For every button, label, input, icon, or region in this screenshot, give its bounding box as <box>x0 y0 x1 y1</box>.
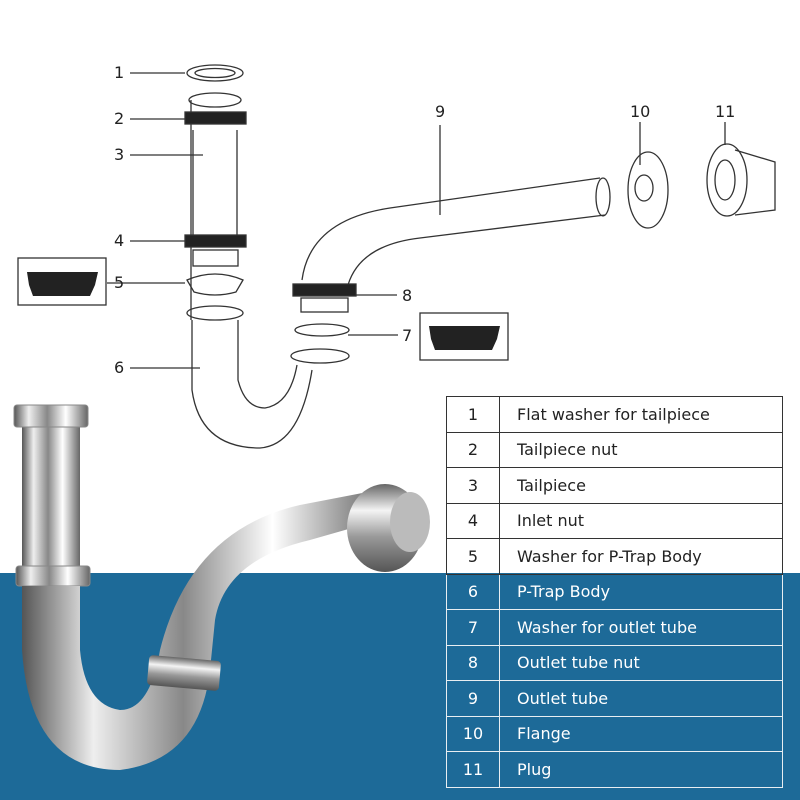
callout-5: 5 <box>114 273 125 292</box>
callout-8: 8 <box>402 286 413 305</box>
callout-9: 9 <box>435 102 446 121</box>
callout-11: 11 <box>715 102 736 121</box>
part-name: Outlet tube <box>499 680 783 717</box>
callout-7: 7 <box>402 326 413 345</box>
part-name: Washer for P-Trap Body <box>499 538 783 575</box>
callout-2: 2 <box>114 109 125 128</box>
part-number: 7 <box>446 609 500 646</box>
part-name: Plug <box>499 751 783 788</box>
callout-6: 6 <box>114 358 125 377</box>
part-number: 6 <box>446 573 500 610</box>
callout-4: 4 <box>114 231 125 250</box>
callout-10: 10 <box>630 102 651 121</box>
part-number: 11 <box>446 751 500 788</box>
part-number: 3 <box>446 467 500 504</box>
part-number: 8 <box>446 644 500 681</box>
part-name: P-Trap Body <box>499 573 783 610</box>
part-name: Washer for outlet tube <box>499 609 783 646</box>
part-name: Flange <box>499 715 783 752</box>
part-name: Tailpiece <box>499 467 783 504</box>
callout-1: 1 <box>114 63 125 82</box>
part-number: 2 <box>446 431 500 468</box>
part-name: Inlet nut <box>499 502 783 539</box>
part-number: 5 <box>446 538 500 575</box>
part-name: Flat washer for tailpiece <box>499 396 783 433</box>
part-number: 10 <box>446 715 500 752</box>
part-number: 9 <box>446 680 500 717</box>
part-number: 4 <box>446 502 500 539</box>
chrome-p-trap-photo <box>13 404 430 770</box>
callout-3: 3 <box>114 145 125 164</box>
part-number: 1 <box>446 396 500 433</box>
part-name: Tailpiece nut <box>499 431 783 468</box>
part-name: Outlet tube nut <box>499 644 783 681</box>
